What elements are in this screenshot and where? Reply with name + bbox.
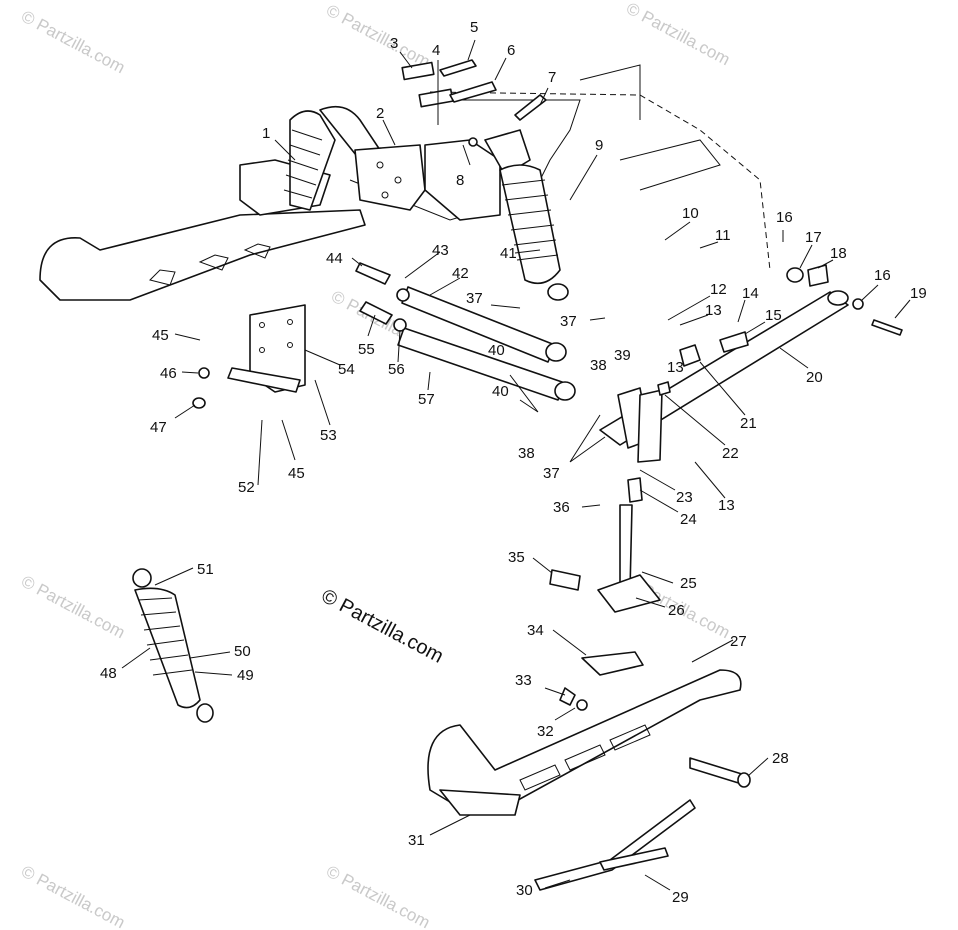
callout-29: 29 bbox=[672, 889, 689, 906]
callout-39: 39 bbox=[614, 347, 631, 364]
callout-8: 8 bbox=[456, 172, 464, 189]
callout-46: 46 bbox=[160, 365, 177, 382]
callout-57: 57 bbox=[418, 391, 435, 408]
callout-51: 51 bbox=[197, 561, 214, 578]
radius-rods bbox=[355, 262, 576, 401]
left-ski-assembly bbox=[39, 105, 381, 301]
callout-45a: 45 bbox=[152, 327, 169, 344]
callout-16b: 16 bbox=[874, 267, 891, 284]
callout-13c: 13 bbox=[718, 497, 735, 514]
watermark-layer: © Partzilla.com © Partzilla.com © Partzi… bbox=[18, 0, 733, 930]
callout-31: 31 bbox=[408, 832, 425, 849]
callout-15: 15 bbox=[765, 307, 782, 324]
callout-13b: 13 bbox=[667, 359, 684, 376]
mount-bracket bbox=[192, 304, 306, 409]
front-ski bbox=[427, 651, 751, 891]
watermark-top-center: © Partzilla.com bbox=[323, 1, 433, 72]
callout-45b: 45 bbox=[288, 465, 305, 482]
callout-14: 14 bbox=[742, 285, 759, 302]
callout-24: 24 bbox=[680, 511, 697, 528]
callout-56: 56 bbox=[388, 361, 405, 378]
callout-37c: 37 bbox=[543, 465, 560, 482]
callout-1: 1 bbox=[262, 125, 270, 142]
callout-33: 33 bbox=[515, 672, 532, 689]
callout-19: 19 bbox=[910, 285, 927, 302]
callout-34: 34 bbox=[527, 622, 544, 639]
callout-18: 18 bbox=[830, 245, 847, 262]
callout-32: 32 bbox=[537, 723, 554, 740]
watermark-top-left: © Partzilla.com bbox=[18, 7, 128, 78]
callout-36: 36 bbox=[553, 499, 570, 516]
watermark-bottom-center: © Partzilla.com bbox=[323, 862, 433, 930]
callout-2: 2 bbox=[376, 105, 384, 122]
callout-11: 11 bbox=[715, 227, 731, 244]
callout-48: 48 bbox=[100, 665, 117, 682]
spindle-assembly bbox=[549, 381, 671, 613]
callout-50: 50 bbox=[234, 643, 251, 660]
callout-49: 49 bbox=[237, 667, 254, 684]
callout-21: 21 bbox=[740, 415, 757, 432]
loose-shock bbox=[132, 568, 214, 723]
callout-22: 22 bbox=[722, 445, 739, 462]
callout-40a: 40 bbox=[488, 342, 505, 359]
callout-35: 35 bbox=[508, 549, 525, 566]
callout-20: 20 bbox=[806, 369, 823, 386]
callout-47: 47 bbox=[150, 419, 167, 436]
callout-55: 55 bbox=[358, 341, 375, 358]
callout-9: 9 bbox=[595, 137, 603, 154]
callout-4: 4 bbox=[432, 42, 440, 59]
watermark-top-right: © Partzilla.com bbox=[623, 0, 733, 69]
callout-28: 28 bbox=[772, 750, 789, 767]
callout-3: 3 bbox=[390, 35, 398, 52]
callout-16a: 16 bbox=[776, 209, 793, 226]
callout-13a: 13 bbox=[705, 302, 722, 319]
callout-30: 30 bbox=[516, 882, 533, 899]
callout-53: 53 bbox=[320, 427, 337, 444]
watermark-mid-left: © Partzilla.com bbox=[18, 572, 128, 643]
callout-38a: 38 bbox=[590, 357, 607, 374]
steering-bracket bbox=[354, 59, 547, 221]
callout-25: 25 bbox=[680, 575, 697, 592]
callout-6: 6 bbox=[507, 42, 515, 59]
callout-54: 54 bbox=[338, 361, 355, 378]
callout-27: 27 bbox=[730, 633, 747, 650]
callout-40b: 40 bbox=[492, 383, 509, 400]
callout-labels: 1 2 3 4 5 6 7 8 9 10 11 12 13 13 13 14 1… bbox=[100, 19, 927, 906]
callout-44: 44 bbox=[326, 250, 343, 267]
callout-10: 10 bbox=[682, 205, 699, 222]
callout-43: 43 bbox=[432, 242, 449, 259]
copyright-text: © Partzilla.com bbox=[318, 585, 447, 668]
leader-lines bbox=[121, 39, 911, 891]
callout-37b: 37 bbox=[560, 313, 577, 330]
callout-7: 7 bbox=[548, 69, 556, 86]
callout-41: 41 bbox=[500, 245, 517, 262]
watermark-bottom-left: © Partzilla.com bbox=[18, 862, 128, 930]
callout-5: 5 bbox=[470, 19, 478, 36]
callout-52: 52 bbox=[238, 479, 255, 496]
callout-37a: 37 bbox=[466, 290, 483, 307]
callout-26: 26 bbox=[668, 602, 685, 619]
callout-23: 23 bbox=[676, 489, 693, 506]
callout-12: 12 bbox=[710, 281, 727, 298]
callout-38b: 38 bbox=[518, 445, 535, 462]
right-shock-installed bbox=[484, 129, 569, 301]
callout-42: 42 bbox=[452, 265, 469, 282]
callout-17: 17 bbox=[805, 229, 822, 246]
